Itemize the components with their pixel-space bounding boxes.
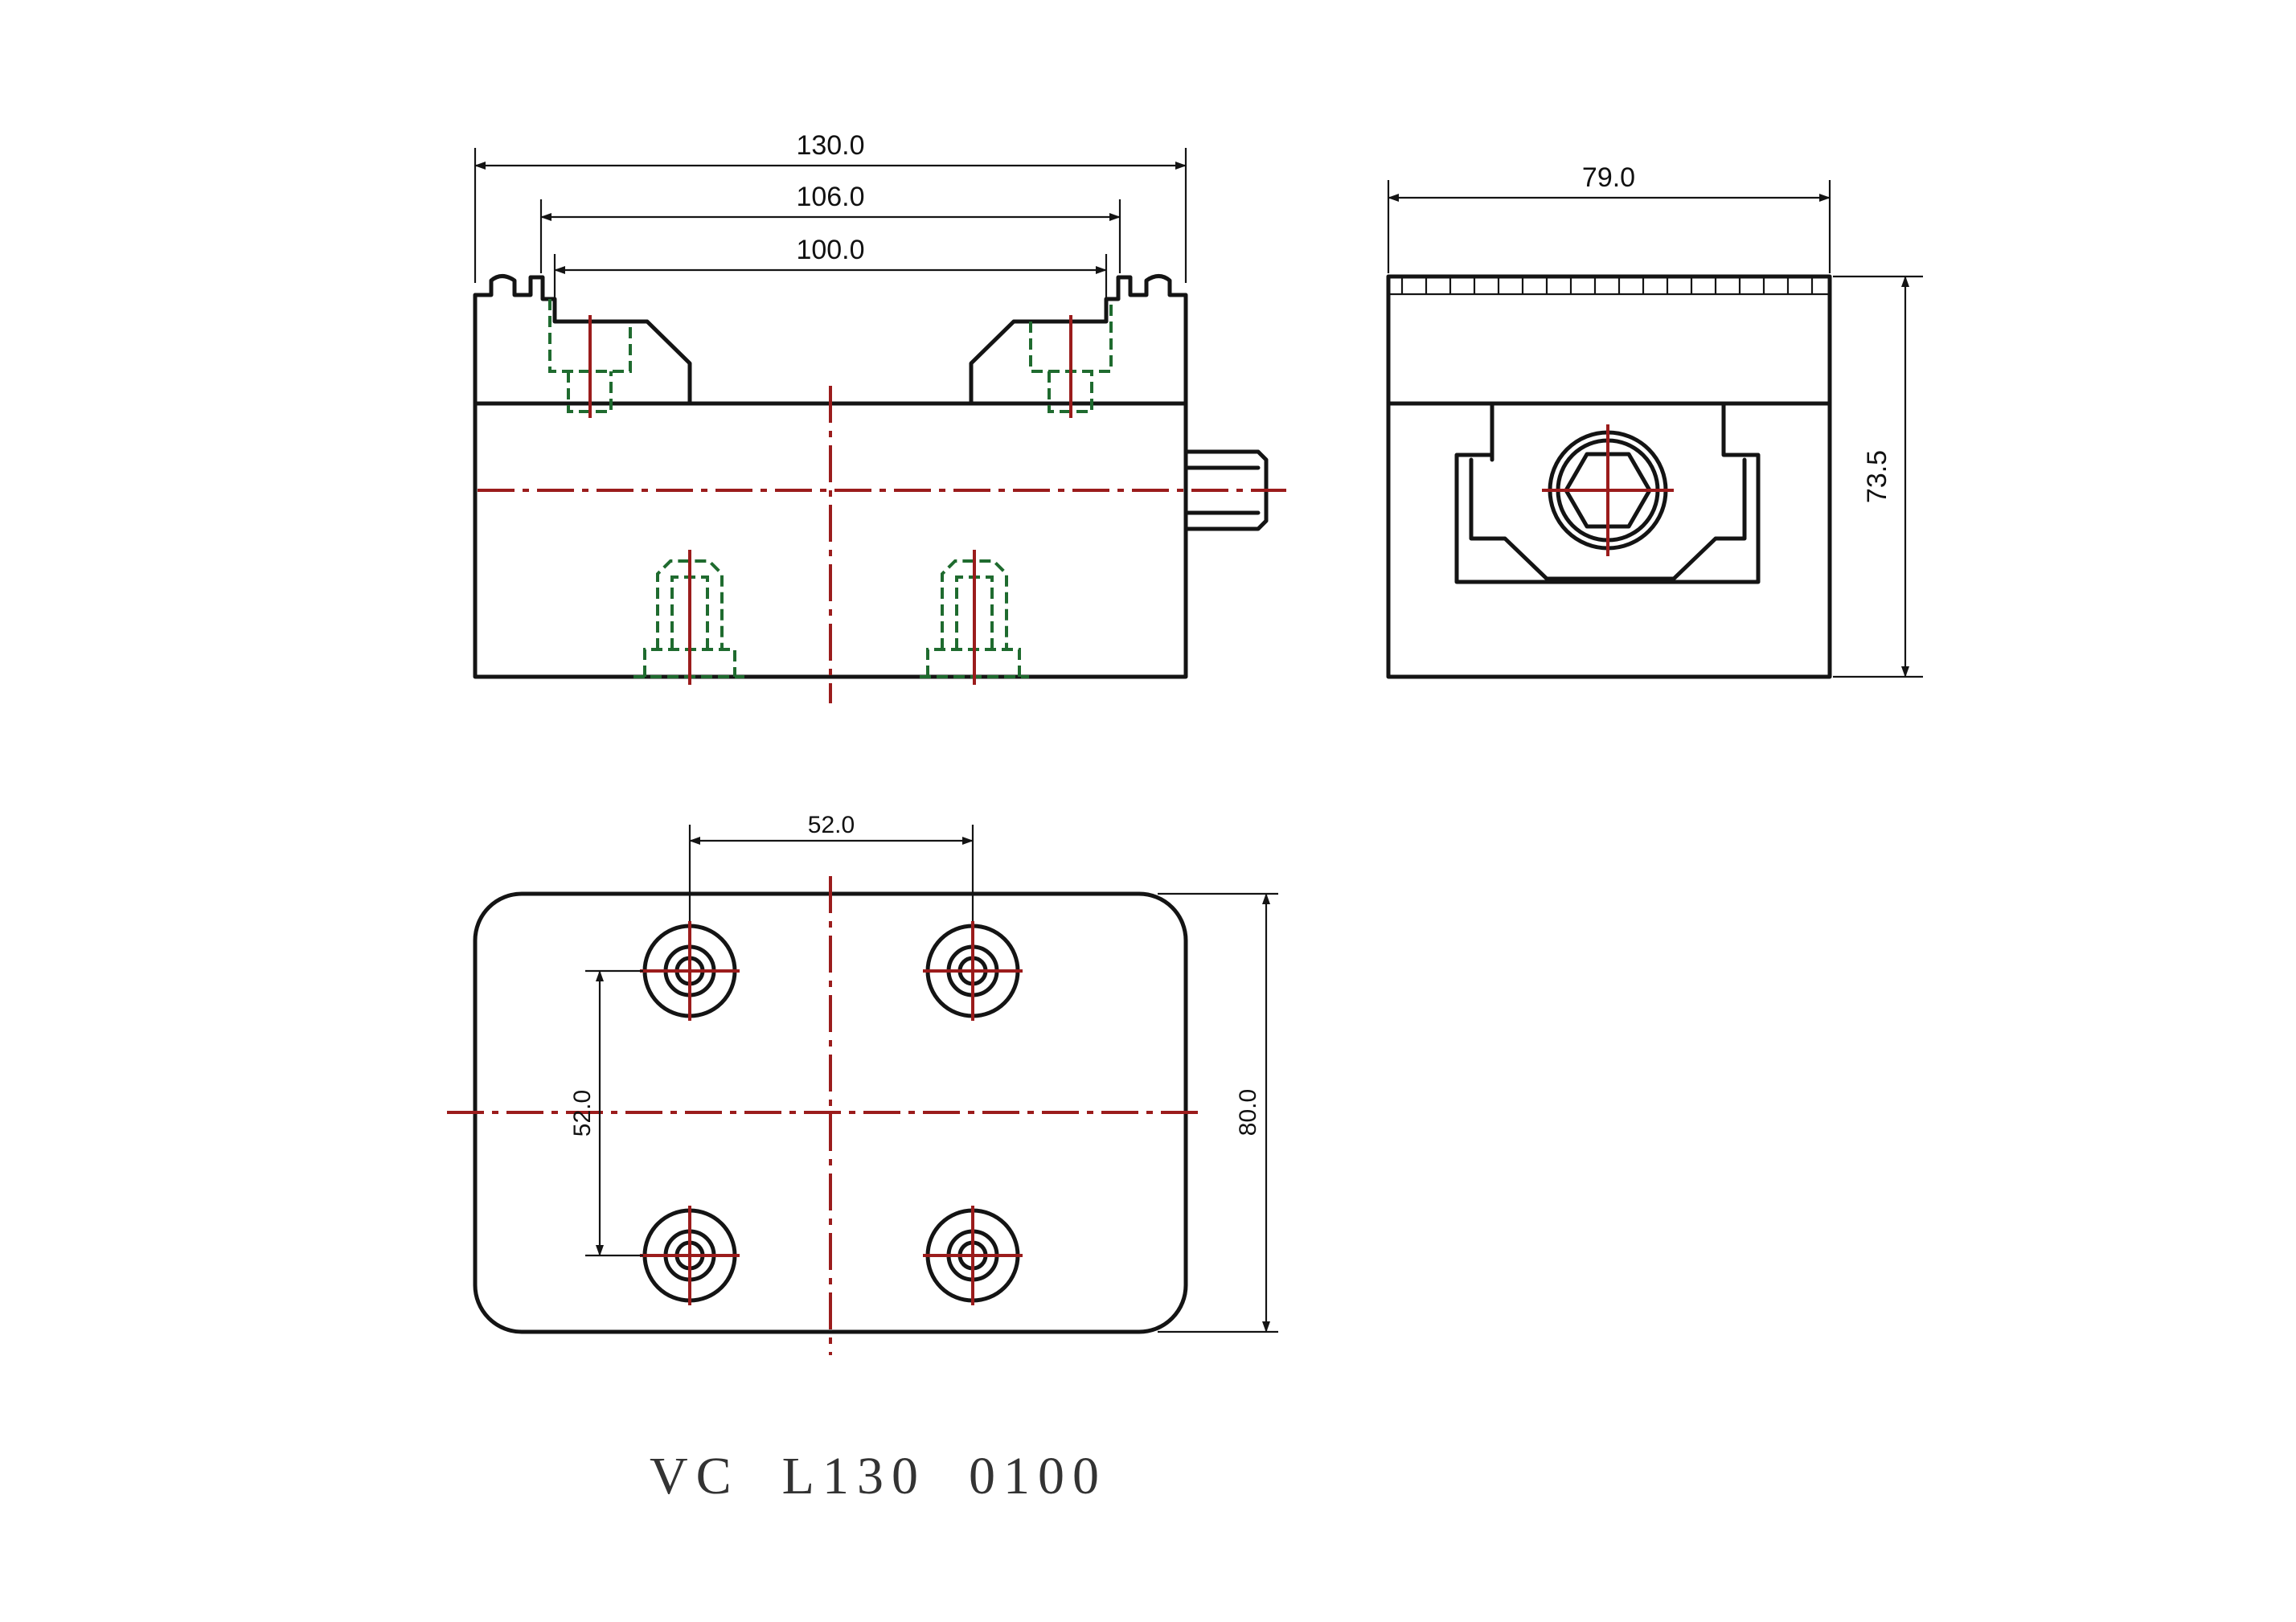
dim-jaw-inner-span: 100.0 bbox=[796, 235, 864, 265]
dim-hole-spacing-y: 52.0 bbox=[569, 1090, 596, 1137]
front-centerlines bbox=[478, 315, 1286, 703]
dim-side-height: 73.5 bbox=[1862, 450, 1892, 503]
side-pocket-inner bbox=[1469, 453, 1747, 581]
front-view: 130.0 106.0 100.0 bbox=[473, 130, 1286, 703]
side-body bbox=[1386, 401, 1832, 679]
dim-depth: 80.0 bbox=[1235, 1089, 1261, 1136]
side-dimensions: 79.0 73.5 bbox=[1387, 162, 1923, 678]
top-dimensions: 52.0 52.0 80.0 bbox=[569, 812, 1278, 1333]
dim-overall-width: 130.0 bbox=[796, 130, 864, 161]
top-view: 52.0 52.0 80.0 bbox=[447, 812, 1278, 1355]
dim-side-width: 79.0 bbox=[1582, 162, 1635, 193]
part-number-label: VC L130 0100 bbox=[650, 1447, 1107, 1505]
front-jaw-profile bbox=[473, 274, 1188, 406]
side-serrations bbox=[1388, 276, 1830, 296]
front-dimensions: 130.0 106.0 100.0 bbox=[474, 130, 1187, 297]
side-view: 79.0 73.5 bbox=[1386, 162, 1923, 679]
dim-hole-spacing-x: 52.0 bbox=[808, 812, 855, 838]
side-centerlines bbox=[1542, 424, 1674, 556]
dim-jaw-outer-span: 106.0 bbox=[796, 182, 864, 212]
side-top-rail bbox=[1386, 274, 1832, 406]
side-pocket bbox=[1454, 401, 1761, 584]
top-centerlines bbox=[447, 876, 1206, 1355]
